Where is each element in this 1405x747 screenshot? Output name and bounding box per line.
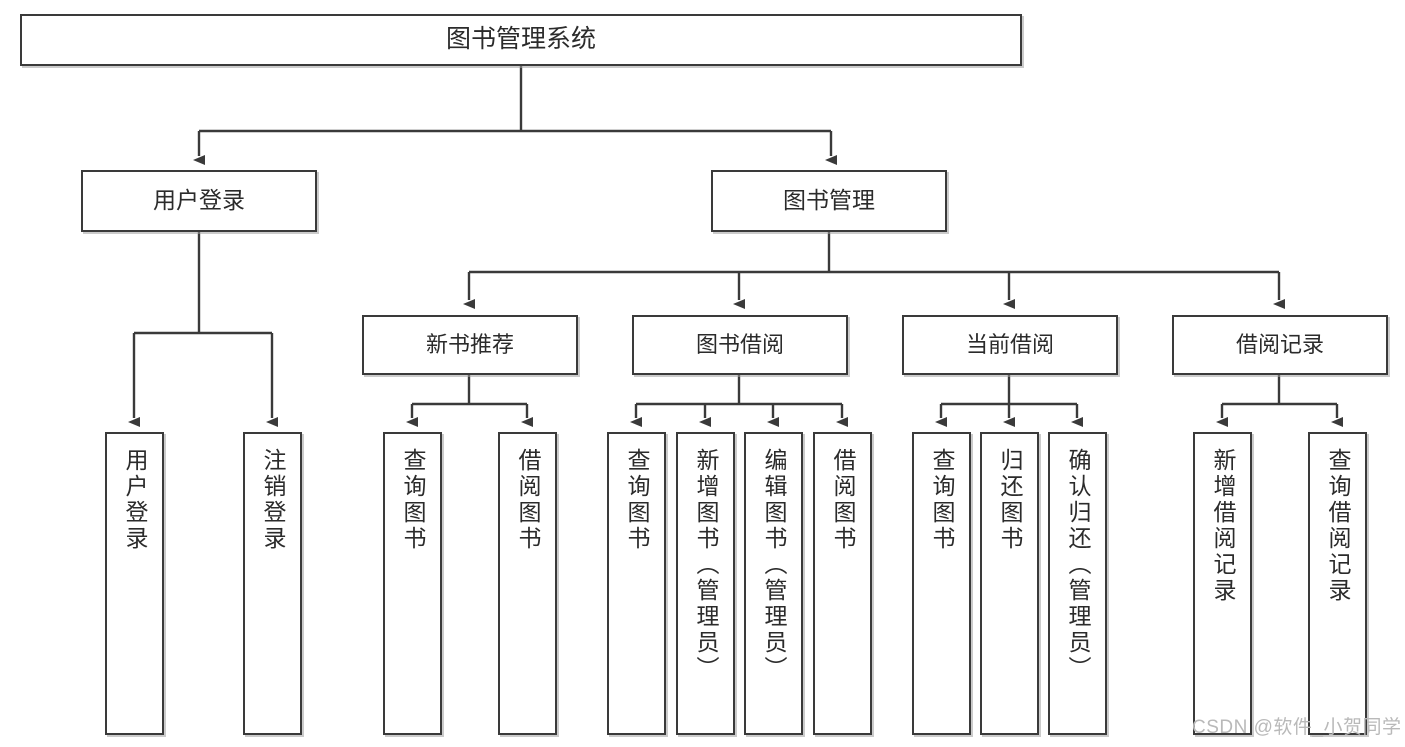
leaf-query-book-3[interactable]: 查询图书	[912, 432, 971, 735]
watermark: CSDN @软件_小贺同学	[1192, 717, 1402, 738]
node-user-login-label: 用户登录	[153, 187, 245, 214]
leaf-query-book-2-label: 查询图书	[624, 448, 650, 552]
node-book-borrow[interactable]: 图书借阅	[632, 315, 848, 375]
node-book-manage[interactable]: 图书管理	[711, 170, 947, 232]
leaf-edit-book[interactable]: 编辑图书（管理员）	[744, 432, 803, 735]
node-borrow-record-label: 借阅记录	[1235, 332, 1324, 358]
leaf-query-record[interactable]: 查询借阅记录	[1308, 432, 1367, 735]
leaf-logout[interactable]: 注销登录	[243, 432, 302, 735]
node-current-borrow[interactable]: 当前借阅	[902, 315, 1118, 375]
leaf-confirm-return-label: 确认归还（管理员）	[1065, 448, 1091, 682]
leaf-borrow-book-2-label: 借阅图书	[830, 448, 856, 552]
leaf-add-book-label: 新增图书（管理员）	[693, 448, 719, 682]
node-root[interactable]: 图书管理系统	[20, 14, 1022, 66]
node-book-borrow-label: 图书借阅	[695, 332, 784, 358]
node-user-login[interactable]: 用户登录	[81, 170, 317, 232]
node-new-book-rec[interactable]: 新书推荐	[362, 315, 578, 375]
leaf-return-book-label: 归还图书	[997, 448, 1023, 552]
leaf-add-record[interactable]: 新增借阅记录	[1193, 432, 1252, 735]
leaf-query-record-label: 查询借阅记录	[1325, 448, 1351, 604]
leaf-borrow-book-2[interactable]: 借阅图书	[813, 432, 872, 735]
node-root-label: 图书管理系统	[445, 25, 596, 54]
leaf-query-book-1[interactable]: 查询图书	[383, 432, 442, 735]
node-new-book-rec-label: 新书推荐	[425, 332, 514, 358]
leaf-return-book[interactable]: 归还图书	[980, 432, 1039, 735]
leaf-query-book-3-label: 查询图书	[929, 448, 955, 552]
leaf-logout-label: 注销登录	[260, 448, 286, 552]
node-current-borrow-label: 当前借阅	[965, 332, 1054, 358]
leaf-confirm-return[interactable]: 确认归还（管理员）	[1048, 432, 1107, 735]
leaf-query-book-2[interactable]: 查询图书	[607, 432, 666, 735]
leaf-user-login-label: 用户登录	[122, 448, 148, 552]
leaf-user-login[interactable]: 用户登录	[105, 432, 164, 735]
leaf-query-book-1-label: 查询图书	[400, 448, 426, 552]
leaf-borrow-book-1[interactable]: 借阅图书	[498, 432, 557, 735]
leaf-edit-book-label: 编辑图书（管理员）	[761, 448, 787, 682]
leaf-add-book[interactable]: 新增图书（管理员）	[676, 432, 735, 735]
leaf-add-record-label: 新增借阅记录	[1210, 448, 1236, 604]
node-borrow-record[interactable]: 借阅记录	[1172, 315, 1388, 375]
leaf-borrow-book-1-label: 借阅图书	[515, 448, 541, 552]
node-book-manage-label: 图书管理	[783, 187, 875, 214]
